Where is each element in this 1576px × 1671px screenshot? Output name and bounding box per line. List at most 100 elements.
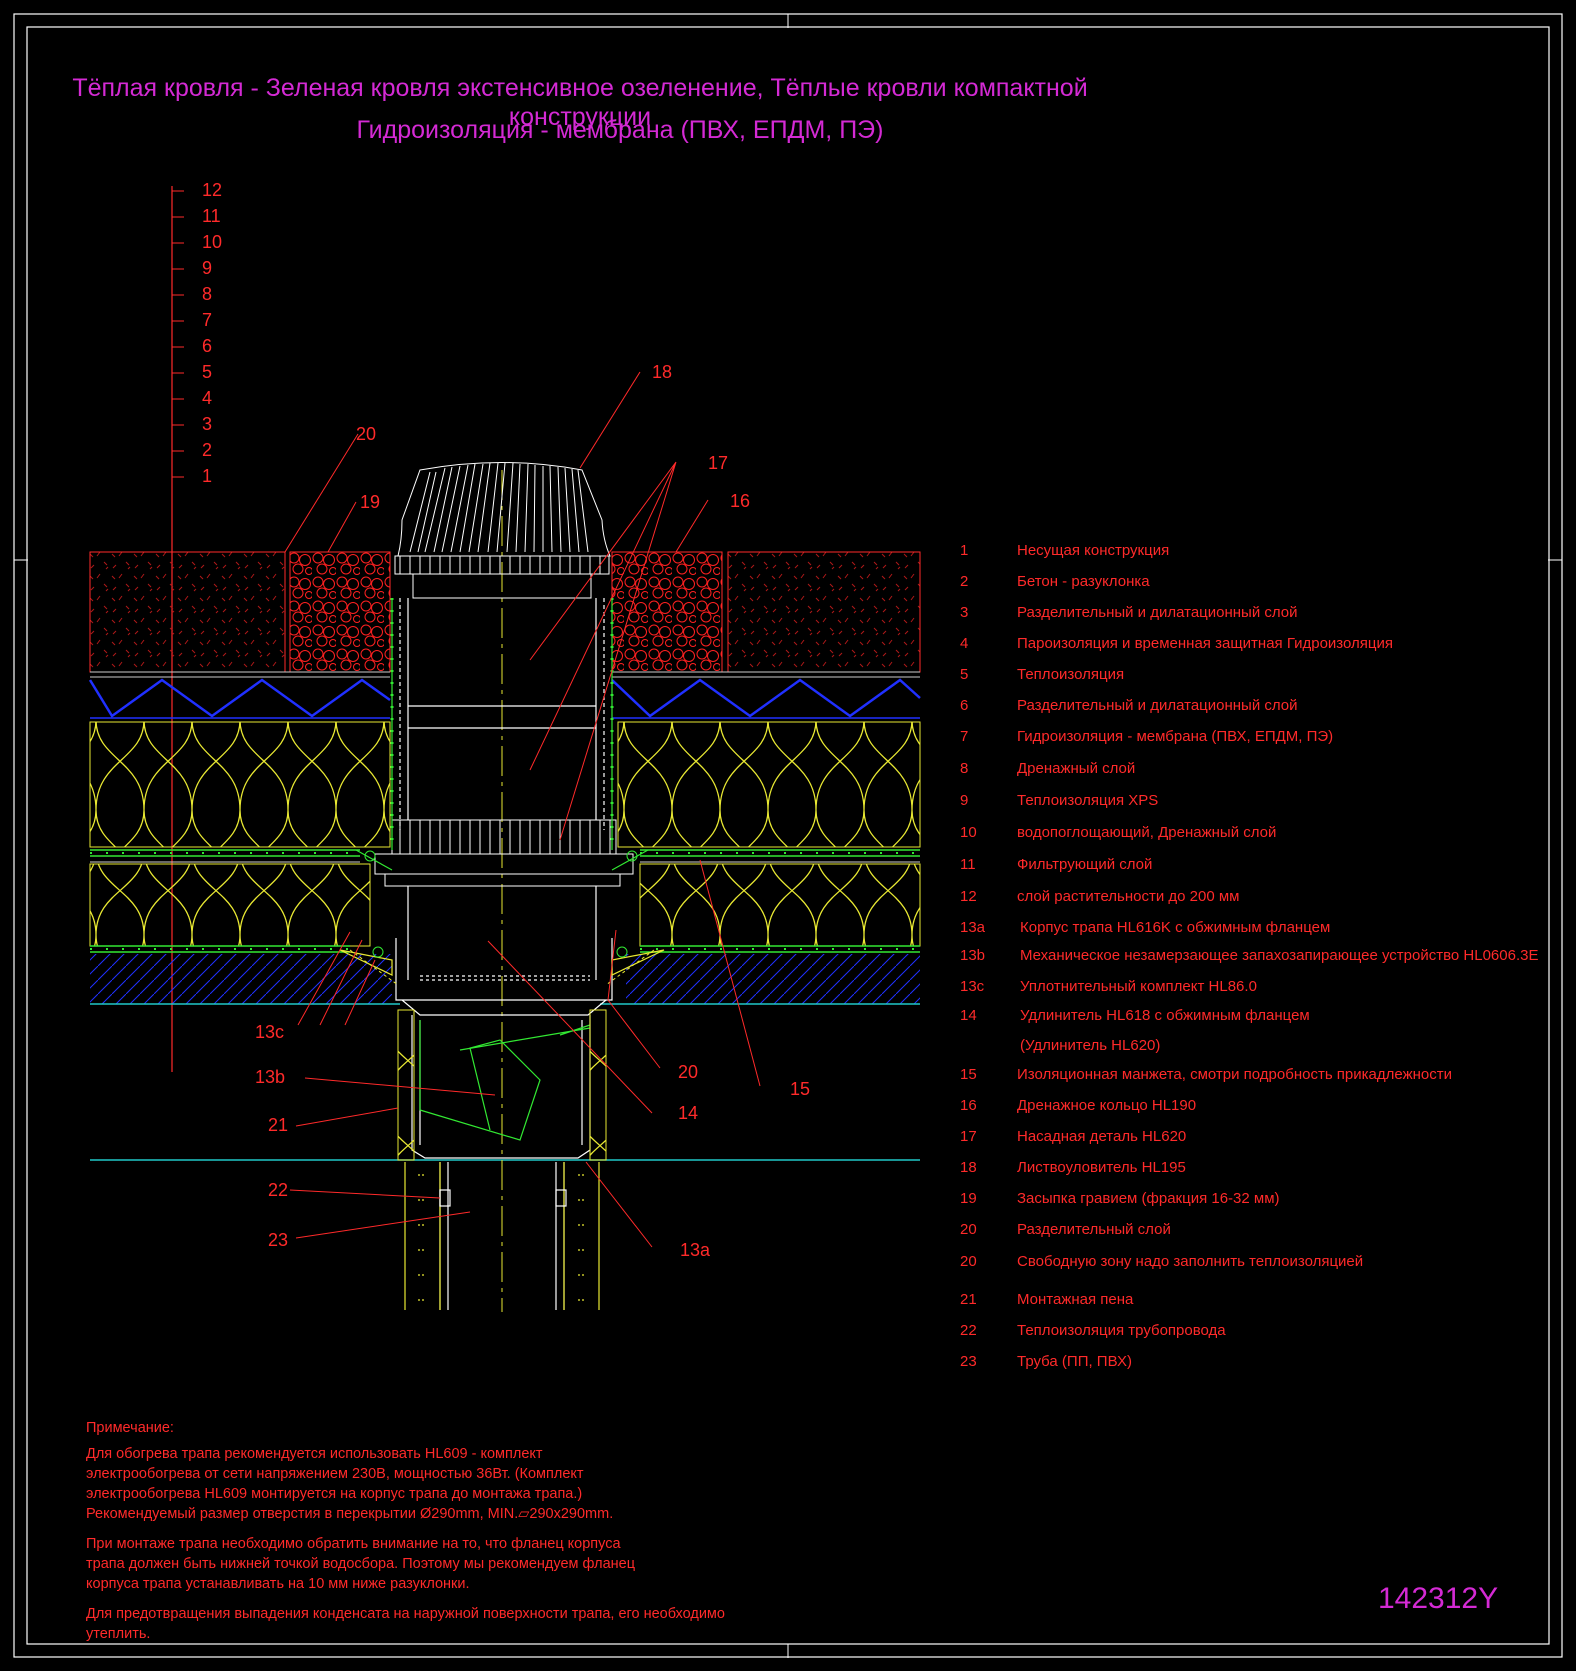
concrete-screed-left — [90, 954, 392, 1004]
legend-text: Гидроизоляция - мембрана (ПВХ, ЕПДМ, ПЭ) — [1017, 728, 1334, 745]
scale-label-4: 4 — [202, 388, 213, 408]
legend-num: 6 — [960, 697, 969, 714]
scale-label-12: 12 — [202, 180, 223, 200]
vegetation-layer-right — [727, 551, 921, 673]
callout-13a: 13a — [680, 1240, 711, 1260]
waterproof-membrane — [90, 849, 920, 863]
drain-housing — [411, 1015, 591, 1159]
drawing-title-line1: Тёплая кровля - Зеленая кровля экстенсив… — [72, 74, 1088, 131]
vegetation-layer-left — [89, 551, 286, 673]
legend-text: Фильтрующий слой — [1017, 856, 1153, 873]
legend-text: Разделительный и дилатационный слой — [1017, 604, 1298, 621]
legend-text: Дренажный слой — [1017, 760, 1136, 777]
legend-num: 17 — [960, 1128, 977, 1145]
leaf-guard — [394, 462, 611, 599]
leader-lines — [284, 371, 761, 1248]
concrete-screed-right — [626, 954, 920, 1004]
odor-trap — [419, 1020, 591, 1141]
scale-label-7: 7 — [202, 310, 213, 330]
pipe-insulation — [404, 1162, 600, 1310]
callout-13c: 13c — [255, 1022, 285, 1042]
xps-insulation-left — [89, 721, 391, 848]
legend-num: 12 — [960, 888, 977, 905]
scale-label-1: 1 — [202, 466, 213, 486]
notes-heading: Примечание: — [86, 1420, 174, 1436]
callout-18: 18 — [652, 362, 673, 382]
drain-body — [395, 886, 613, 1016]
drainage-layer-left — [88, 678, 391, 718]
legend-num: 15 — [960, 1066, 977, 1083]
scale-label-6: 6 — [202, 336, 213, 356]
legend-num: 22 — [960, 1322, 977, 1339]
legend-num: 20 — [960, 1221, 977, 1238]
scale-label-11: 11 — [202, 206, 221, 226]
notes-paragraph-2: При монтаже трапа необходимо обратить вн… — [86, 1536, 636, 1592]
callout-20-bottom: 20 — [678, 1062, 699, 1082]
scale-label-10: 10 — [202, 232, 223, 252]
legend-num: 23 — [960, 1353, 977, 1370]
legend-text: Разделительный слой — [1017, 1221, 1171, 1238]
legend-num: 11 — [960, 856, 976, 873]
gravel-fill-left — [289, 551, 391, 673]
scale-label-8: 8 — [202, 284, 213, 304]
legend-num: 14 — [960, 1007, 977, 1024]
legend-text: Дренажное кольцо HL190 — [1017, 1097, 1197, 1114]
mounting-foam-left — [397, 1009, 415, 1161]
notes-paragraph-1: Для обогрева трапа рекомендуется использ… — [86, 1446, 614, 1522]
callout-21: 21 — [268, 1115, 289, 1135]
drainage-layer-right — [611, 678, 921, 718]
legend-num: 4 — [960, 635, 969, 652]
legend-text: Свободную зону надо заполнить теплоизоля… — [1017, 1253, 1364, 1270]
drawing-code: 142312Y — [1378, 1582, 1499, 1615]
drain-extension-body — [399, 598, 605, 830]
scale-label-9: 9 — [202, 258, 213, 278]
legend-text: Теплоизоляция — [1017, 666, 1125, 683]
legend-num: 9 — [960, 792, 969, 809]
xps-insulation-right — [617, 721, 921, 848]
legend-text: Изоляционная манжета, смотри подробность… — [1017, 1066, 1452, 1083]
legend-text: слой растительности до 200 мм — [1017, 888, 1240, 905]
callout-16: 16 — [730, 491, 751, 511]
legend-text: Теплоизоляция трубопровода — [1017, 1322, 1226, 1339]
callout-13b: 13b — [255, 1067, 286, 1087]
scale-label-3: 3 — [202, 414, 213, 434]
vapor-barrier — [90, 945, 920, 953]
callout-17: 17 — [708, 453, 729, 473]
legend-text: Листвоуловитель HL195 — [1017, 1159, 1186, 1176]
legend-num: 20 — [960, 1253, 977, 1270]
drainage-ring — [374, 819, 634, 887]
callout-22: 22 — [268, 1180, 289, 1200]
legend-num: 16 — [960, 1097, 977, 1114]
insulation-sleeve — [355, 598, 649, 871]
legend-num: 10 — [960, 824, 977, 841]
callout-15: 15 — [790, 1079, 811, 1099]
legend-num: 21 — [960, 1291, 977, 1308]
scale-label-2: 2 — [202, 440, 213, 460]
legend-text: Удлинитель HL618 с обжимным фланцем — [1020, 1007, 1310, 1024]
callout-23: 23 — [268, 1230, 289, 1250]
thermal-insulation-left — [89, 863, 371, 947]
legend-text: Пароизоляция и временная защитная Гидрои… — [1017, 635, 1393, 652]
legend-num: 1 — [960, 542, 969, 559]
legend-text: Труба (ПП, ПВХ) — [1017, 1353, 1132, 1370]
legend-text: Механическое незамерзающее запахозапираю… — [1020, 947, 1539, 964]
legend-text: (Удлинитель HL620) — [1020, 1037, 1161, 1054]
callout-20-top: 20 — [356, 424, 377, 444]
legend-text: Разделительный и дилатационный слой — [1017, 697, 1298, 714]
scale-label-5: 5 — [202, 362, 213, 382]
drawing-title-line2: Гидроизоляция - мембрана (ПВХ, ЕПДМ, ПЭ) — [356, 116, 884, 144]
legend-text: водопоглощающий, Дренажный слой — [1017, 824, 1277, 841]
legend-text: Корпус трапа HL616K с обжимным фланцем — [1020, 919, 1331, 936]
notes-paragraph-3: Для предотвращения выпадения конденсата … — [86, 1606, 725, 1642]
legend-num: 13c — [960, 978, 985, 995]
legend-num: 2 — [960, 573, 969, 590]
legend-text: Уплотнительный комплект HL86.0 — [1020, 978, 1257, 995]
legend-num: 3 — [960, 604, 969, 621]
legend-text: Теплоизоляция XPS — [1017, 792, 1159, 809]
legend-text: Монтажная пена — [1017, 1291, 1134, 1308]
legend-text: Насадная деталь HL620 — [1017, 1128, 1187, 1145]
gravel-fill-right — [611, 551, 723, 673]
legend-num: 8 — [960, 760, 969, 777]
legend-num: 19 — [960, 1190, 977, 1207]
